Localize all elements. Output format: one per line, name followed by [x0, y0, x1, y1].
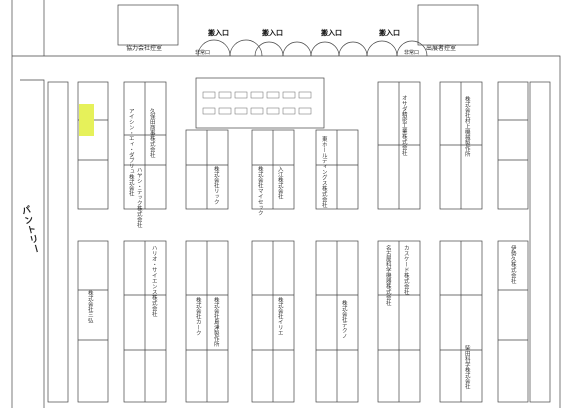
booth-name[interactable]: 株式会社リック — [212, 166, 219, 205]
booth-name[interactable]: 伊勢久株式会社 — [509, 245, 516, 284]
booth-name[interactable]: 株式会社島津製作所 — [212, 297, 219, 347]
booth-name[interactable]: 株式会社イリエ — [276, 297, 283, 336]
booth-name[interactable]: 株式会社村上機械製作所 — [463, 96, 470, 157]
booth-name[interactable]: カスケード株式会社 — [402, 245, 409, 295]
booth-name[interactable]: 株式会社カーク — [194, 297, 201, 336]
booth-name[interactable]: ハヤシ・テック株式会社 — [135, 167, 142, 228]
highlighted-booth[interactable] — [79, 104, 94, 136]
booth-name[interactable]: 株式会社三弘 — [86, 290, 93, 323]
entrance-label: 搬入口 — [321, 29, 342, 37]
emergency-exit-label: 非常口 — [404, 50, 420, 56]
booth-name[interactable]: 柴田科学株式会社 — [463, 345, 470, 389]
booth-name[interactable]: ハリオ・サイエンス株式会社 — [150, 245, 157, 317]
entrance-label: 搬入口 — [208, 29, 229, 37]
emergency-exit-label: 非常口 — [195, 50, 211, 56]
booth-name[interactable]: アイシン・エィ・ダブリュ株式会社 — [127, 108, 134, 196]
booth-name[interactable]: 久保田商事株式会社 — [148, 108, 155, 158]
booth-name[interactable]: 名古屋科学機器株式会社 — [384, 245, 391, 306]
booth-name[interactable]: 入江株式会社 — [276, 166, 283, 199]
booth-name[interactable]: 東ホールディングス株式会社 — [320, 136, 327, 208]
booth-name[interactable]: オサダ精密工業株式会社 — [400, 95, 407, 156]
entrance-label: 搬入口 — [379, 29, 400, 37]
booth-name[interactable]: 株式会社マイセック — [256, 166, 263, 216]
booth-name[interactable]: 株式会社テクノ — [340, 300, 347, 339]
room-label: 出展者控室 — [426, 45, 457, 52]
entrance-label: 搬入口 — [262, 29, 283, 37]
room-label: 協力会社控室 — [126, 45, 163, 52]
